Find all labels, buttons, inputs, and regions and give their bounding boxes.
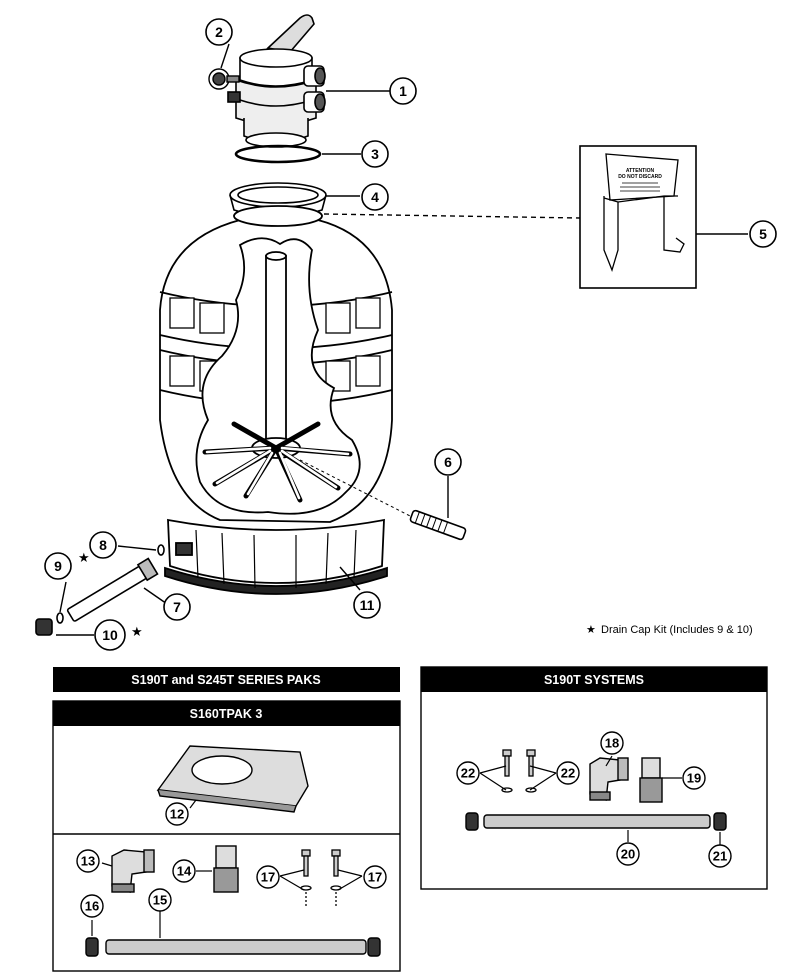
callout-14: 14 (177, 864, 192, 879)
callout-19: 19 (687, 771, 701, 786)
callout-8: 8 (99, 537, 107, 553)
series-paks-box: S190T and S245T SERIES PAKS S160TPAK 3 (52, 667, 401, 972)
callout-circles (44, 18, 777, 651)
callout-11: 11 (360, 597, 375, 613)
callout-15: 15 (153, 893, 167, 908)
drain-note-star: ★ (586, 624, 596, 636)
callout-21: 21 (713, 849, 727, 864)
callout-22a: 22 (461, 766, 475, 781)
callout-22b: 22 (561, 766, 575, 781)
callout-1: 1 (399, 83, 407, 99)
pipe-15 (85, 937, 381, 957)
valve-o-ring (234, 144, 322, 164)
lateral-assembly (299, 459, 467, 541)
callout-18: 18 (605, 736, 619, 751)
star-icon: ★ (131, 624, 143, 639)
tank-clamp (229, 182, 327, 218)
multiport-valve (227, 14, 326, 148)
union-adapter (213, 845, 239, 893)
callout-10: 10 (102, 627, 118, 643)
s190t-systems-header: S190T SYSTEMS (544, 673, 644, 687)
sign-line-1: ATTENTION (626, 168, 655, 174)
callout-7: 7 (173, 599, 181, 615)
callout-16: 16 (85, 899, 99, 914)
callout-circles-paks (76, 802, 387, 918)
pressure-gauge (208, 68, 240, 90)
callout-5: 5 (759, 226, 767, 242)
callout-17a: 17 (261, 870, 275, 885)
callout-13: 13 (81, 854, 95, 869)
s160tpak-header: S160TPAK 3 (190, 707, 263, 721)
base-plate (156, 745, 309, 813)
bolts-17 (300, 849, 342, 906)
drain-assembly (35, 544, 165, 636)
callout-9: 9 (54, 558, 62, 574)
callout-6: 6 (444, 454, 452, 470)
callout-2: 2 (215, 24, 223, 40)
leader-lines-paks (91, 799, 363, 938)
series-paks-header: S190T and S245T SERIES PAKS (131, 673, 320, 687)
sign-line-2: DO NOT DISCARD (618, 174, 662, 180)
filter-tank (159, 205, 393, 595)
callout-20: 20 (621, 847, 635, 862)
callout-3: 3 (371, 146, 379, 162)
callout-circles-systems (456, 731, 732, 868)
callout-17b: 17 (368, 870, 382, 885)
elbow-fitting (111, 849, 155, 893)
elbow-fitting-18 (589, 757, 629, 801)
sign-box: ATTENTION DO NOT DISCARD (579, 145, 697, 289)
drain-note-text: Drain Cap Kit (Includes 9 & 10) (601, 624, 753, 636)
callout-4: 4 (371, 189, 379, 205)
callout-12: 12 (170, 807, 184, 822)
union-adapter-19 (639, 757, 663, 803)
pipe-20 (465, 812, 727, 831)
star-icon: ★ (78, 550, 90, 565)
leader-lines-systems (479, 755, 721, 846)
